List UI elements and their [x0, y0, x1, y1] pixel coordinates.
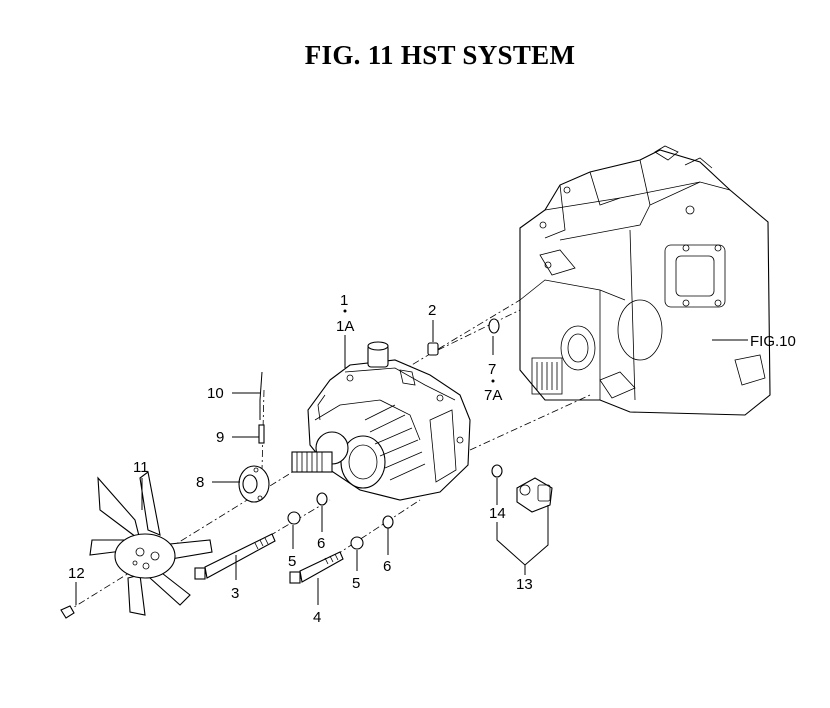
callout-13: 13 — [516, 576, 533, 593]
callout-7: 7 — [488, 361, 496, 378]
callout-11: 11 — [133, 459, 149, 476]
part-6-washer — [316, 492, 328, 506]
part-4-bolt — [289, 551, 344, 584]
callout-5: 5 — [288, 553, 296, 570]
part-10-wire — [259, 371, 263, 420]
part-9-key — [258, 424, 265, 444]
part-2-pin — [427, 342, 439, 356]
callout-7a: 7A — [484, 387, 502, 404]
part-8-coupling — [238, 465, 270, 503]
part-5-lock-washer — [287, 511, 301, 525]
diagram-title: FIG. 11 HST SYSTEM — [304, 40, 576, 70]
fig10-reference-label: FIG.10 — [750, 333, 796, 350]
callout-8: 8 — [196, 474, 204, 491]
part-14-o-ring — [491, 464, 503, 478]
callout-1a: 1A — [336, 318, 354, 335]
callout-2: 2 — [428, 302, 436, 319]
callout-3: 3 — [231, 585, 239, 602]
part-5-lock-washer — [350, 536, 364, 550]
hst-pump-assembly — [291, 341, 471, 501]
callout-6: 6 — [383, 558, 391, 575]
part-3-bolt — [194, 533, 276, 580]
callout-5: 5 — [352, 575, 360, 592]
part-12-bolt — [60, 605, 75, 619]
part-6-washer — [382, 515, 394, 529]
callout-12: 12 — [68, 565, 85, 582]
callout-9: 9 — [216, 429, 224, 446]
transmission-housing — [519, 145, 771, 416]
callout-14: 14 — [489, 505, 506, 522]
part-11-fan — [89, 471, 213, 616]
callout-1: 1 — [340, 292, 348, 309]
callout-6: 6 — [317, 535, 325, 552]
callout-10: 10 — [207, 385, 224, 402]
part-7-o-ring — [488, 318, 500, 334]
part-13-fitting — [516, 477, 553, 513]
callout-4: 4 — [313, 609, 321, 626]
